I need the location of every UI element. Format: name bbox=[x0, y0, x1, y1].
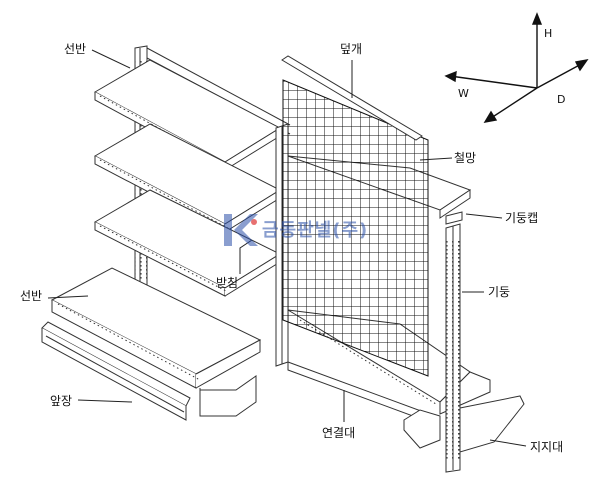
support-bracket bbox=[403, 395, 525, 453]
shelf-3 bbox=[93, 189, 282, 297]
label-cover: 덮개 bbox=[340, 42, 363, 56]
axis-label-w: W bbox=[458, 87, 469, 100]
right-post bbox=[445, 211, 463, 473]
leader-shelf-top bbox=[91, 49, 131, 69]
label-shelf-top: 선반 bbox=[64, 42, 87, 56]
leader-wire-mesh bbox=[419, 157, 453, 161]
label-support: 지지대 bbox=[530, 440, 564, 454]
label-front-strip: 앞장 bbox=[50, 394, 73, 408]
leader-front-strip bbox=[77, 399, 133, 403]
direction-axes bbox=[444, 12, 589, 123]
front-strip-part bbox=[41, 321, 191, 421]
wire-mesh-panel bbox=[282, 79, 429, 377]
leader-post-cap bbox=[465, 213, 503, 219]
label-post-cap: 기둥캡 bbox=[505, 211, 539, 225]
label-bracket: 받침 bbox=[216, 276, 239, 290]
watermark-text: 금동판넬(주) bbox=[262, 220, 369, 241]
label-post: 기둥 bbox=[488, 285, 511, 299]
leader-shelf-bottom bbox=[47, 295, 89, 299]
leader-lines bbox=[47, 49, 527, 447]
company-watermark: 금동판넬(주) bbox=[218, 208, 433, 256]
label-connector: 연결대 bbox=[322, 426, 356, 440]
axis-label-d: D bbox=[557, 93, 566, 106]
label-shelf-bottom: 선반 bbox=[20, 289, 43, 303]
label-wire-mesh: 철망 bbox=[454, 151, 477, 165]
company-logo-icon bbox=[224, 214, 258, 246]
leader-support bbox=[489, 439, 527, 447]
axis-label-h: H bbox=[544, 27, 553, 40]
shelf-bottom-loose bbox=[50, 267, 262, 417]
